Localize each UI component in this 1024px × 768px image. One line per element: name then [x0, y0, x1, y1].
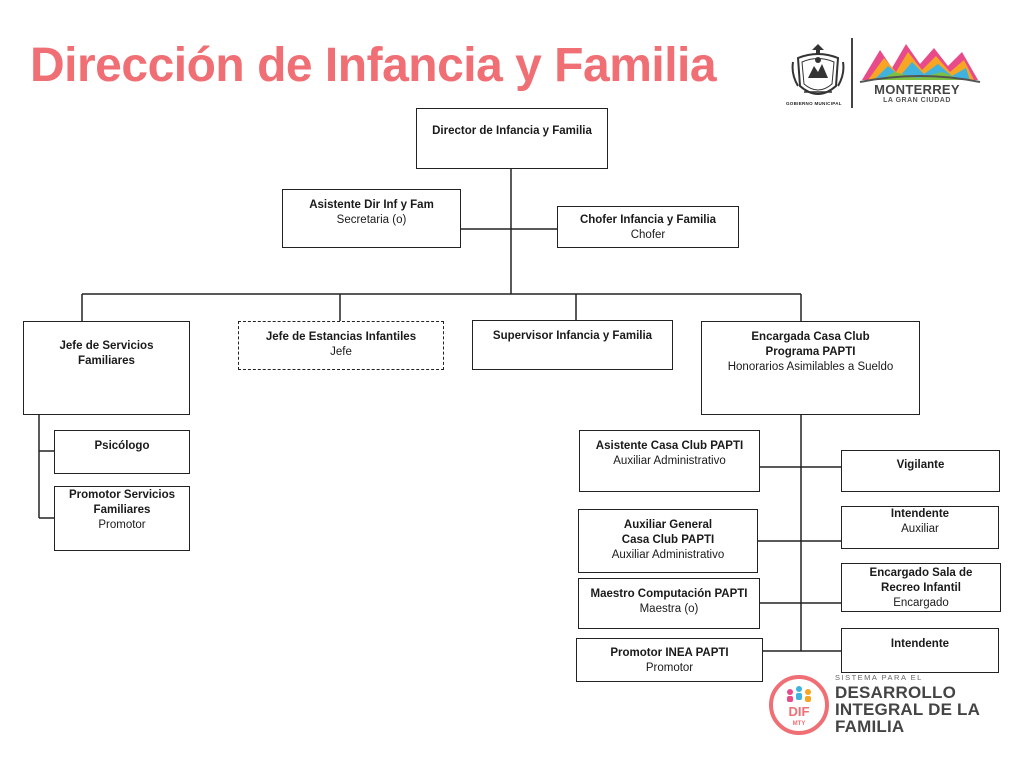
- encargado-sala-box: Encargado Sala de Recreo Infantil Encarg…: [841, 563, 1001, 612]
- director-title: Director de Infancia y Familia: [432, 125, 592, 137]
- intendente-aux-box: Intendente Auxiliar: [841, 506, 999, 549]
- encargada-casa-subtitle: Honorarios Asimilables a Sueldo: [727, 361, 894, 373]
- encargado-sala-title: Encargado Sala de Recreo Infantil: [869, 567, 973, 594]
- dif-logo-icon: DIF MTY: [769, 675, 829, 735]
- page-title: Dirección de Infancia y Familia: [30, 39, 717, 92]
- jefe-servicios-title: Jefe de Servicios Familiares: [59, 340, 154, 367]
- dif-pre-text: SISTEMA PARA EL: [835, 673, 923, 682]
- supervisor-box: Supervisor Infancia y Familia: [472, 320, 673, 370]
- logo-divider: [851, 38, 853, 108]
- jefe-estancias-subtitle: Jefe: [330, 346, 352, 358]
- director-box: Director de Infancia y Familia: [416, 108, 608, 169]
- asistente-casa-title: Asistente Casa Club PAPTI: [595, 440, 744, 452]
- encargada-casa-title-1: Encargada Casa Club: [751, 331, 870, 343]
- asistente-casa-box: Asistente Casa Club PAPTI Auxiliar Admin…: [579, 430, 760, 492]
- seal-caption: GOBIERNO MUNICIPAL: [786, 101, 842, 106]
- psicologo-title: Psicólogo: [94, 440, 150, 452]
- chofer-box: Chofer Infancia y Familia Chofer: [557, 206, 739, 248]
- promotor-inea-subtitle: Promotor: [645, 662, 694, 674]
- asistente-dir-title: Asistente Dir Inf y Fam: [309, 199, 434, 211]
- promotor-inea-title: Promotor INEA PAPTI: [610, 647, 729, 659]
- auxiliar-general-title-1: Auxiliar General: [623, 519, 713, 531]
- chofer-subtitle: Chofer: [630, 229, 666, 241]
- vigilante-title: Vigilante: [896, 459, 945, 471]
- vigilante-box: Vigilante: [841, 450, 1000, 492]
- promotor-inea-box: Promotor INEA PAPTI Promotor: [576, 638, 763, 682]
- intendente-aux-title: Intendente: [890, 508, 950, 520]
- intendente-aux-subtitle: Auxiliar: [901, 523, 939, 535]
- intendente-box: Intendente: [841, 628, 999, 673]
- promotor-servicios-box: Promotor Servicios Familiares Promotor: [54, 486, 190, 551]
- auxiliar-general-box: Auxiliar General Casa Club PAPTI Auxilia…: [578, 509, 758, 573]
- jefe-estancias-box: Jefe de Estancias Infantiles Jefe: [238, 321, 444, 370]
- dif-line-1: DESARROLLO: [835, 683, 956, 702]
- auxiliar-general-title-2: Casa Club PAPTI: [621, 534, 715, 546]
- asistente-dir-subtitle: Secretaria (o): [336, 214, 407, 226]
- maestro-comp-box: Maestro Computación PAPTI Maestra (o): [578, 578, 760, 629]
- dif-mark-text: DIF: [789, 704, 810, 719]
- municipal-seal-icon: [791, 44, 845, 95]
- chofer-title: Chofer Infancia y Familia: [579, 214, 717, 226]
- asistente-casa-subtitle: Auxiliar Administrativo: [613, 455, 726, 467]
- psicologo-box: Psicólogo: [54, 430, 190, 474]
- maestro-comp-title: Maestro Computación PAPTI: [590, 588, 748, 600]
- encargada-casa-box: Encargada Casa Club Programa PAPTI Honor…: [701, 321, 920, 415]
- encargada-casa-title-2: Programa PAPTI: [765, 346, 856, 358]
- dif-line-2: INTEGRAL DE LA: [835, 700, 981, 719]
- monterrey-name: MONTERREY: [874, 82, 960, 97]
- maestro-comp-subtitle: Maestra (o): [639, 603, 699, 615]
- auxiliar-general-subtitle: Auxiliar Administrativo: [611, 549, 725, 561]
- encargado-sala-subtitle: Encargado: [893, 597, 949, 609]
- intendente-title: Intendente: [890, 638, 950, 650]
- promotor-servicios-title: Promotor Servicios Familiares: [68, 489, 176, 516]
- asistente-dir-box: Asistente Dir Inf y Fam Secretaria (o): [282, 189, 461, 248]
- monterrey-tagline: LA GRAN CIUDAD: [883, 97, 951, 104]
- dif-mark-sub: MTY: [793, 721, 806, 727]
- dif-line-3: FAMILIA: [835, 717, 905, 736]
- monterrey-logo-icon: [859, 44, 981, 83]
- promotor-servicios-subtitle: Promotor: [98, 519, 146, 531]
- jefe-servicios-box: Jefe de Servicios Familiares: [23, 321, 190, 415]
- jefe-estancias-title: Jefe de Estancias Infantiles: [265, 331, 417, 343]
- supervisor-title: Supervisor Infancia y Familia: [492, 330, 653, 342]
